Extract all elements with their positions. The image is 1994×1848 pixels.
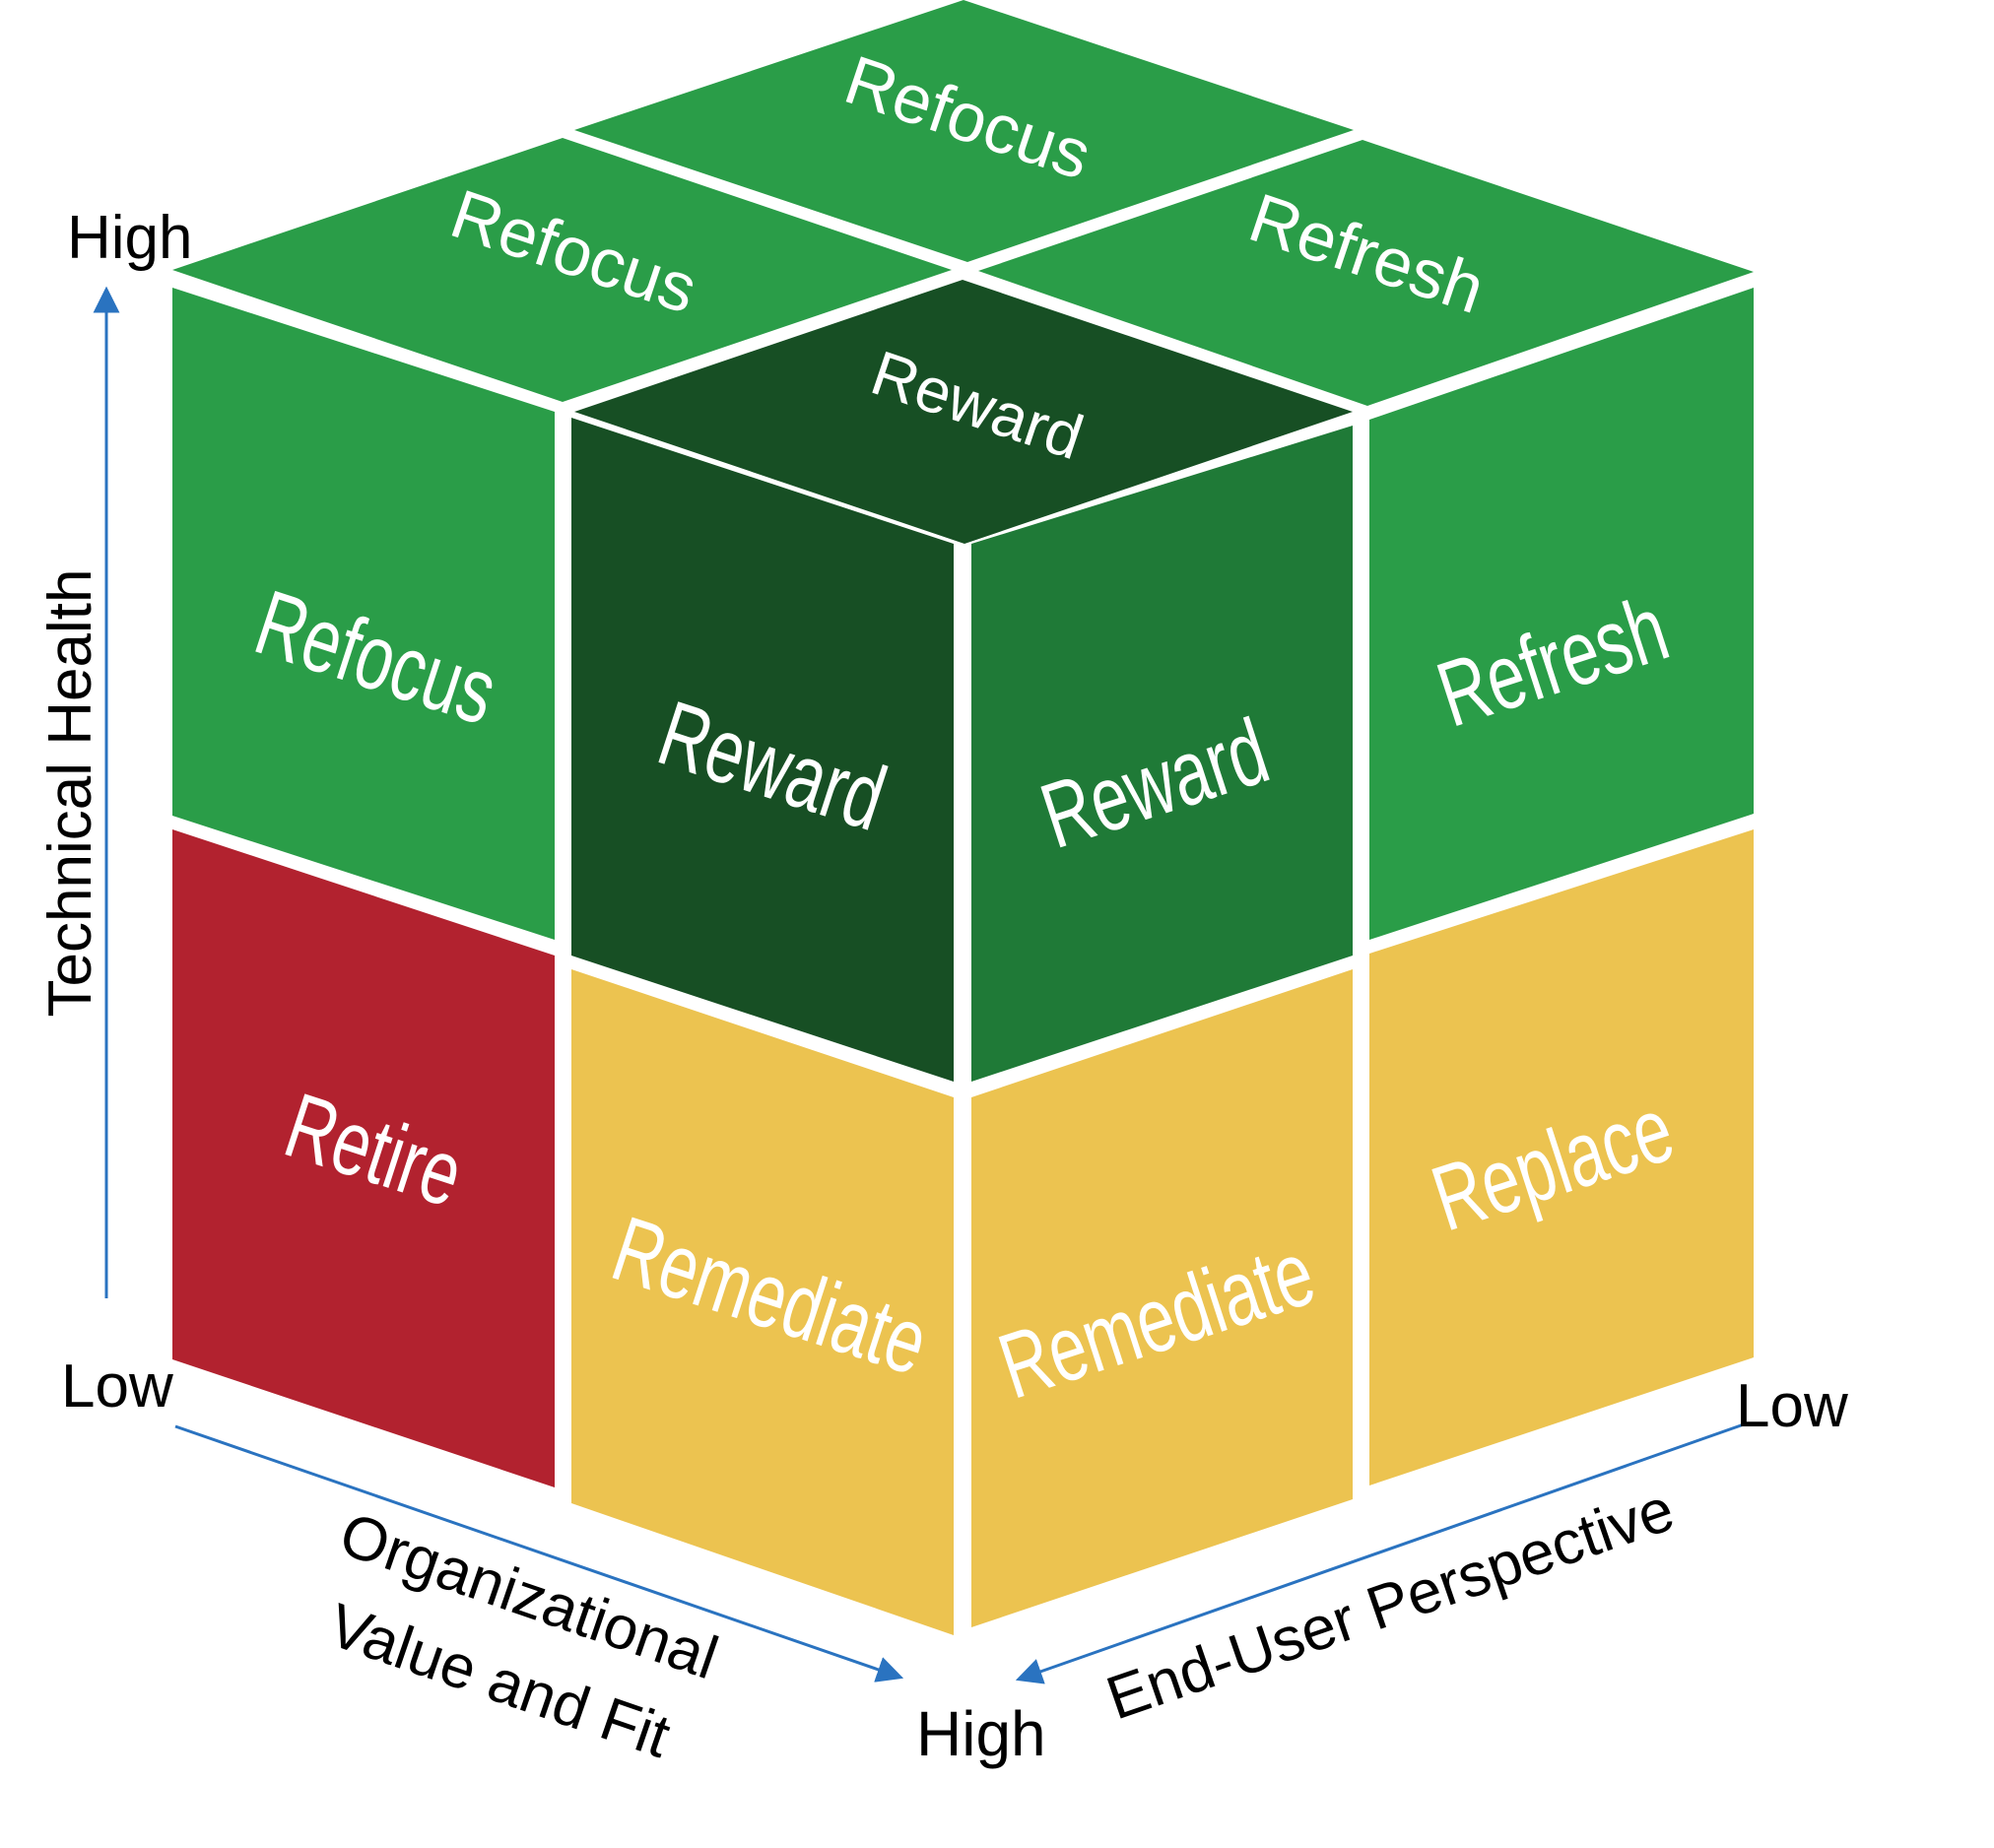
right-upper-inner-cell [971, 426, 1353, 1082]
top-back-cell [574, 0, 1354, 262]
left-upper-outer-cell [172, 288, 555, 940]
right-face: Reward Refresh Remediate Replace [971, 288, 1754, 1627]
right-lower-inner-cell [971, 969, 1353, 1627]
top-face: Refocus Refocus Refresh Reward [172, 0, 1754, 544]
left-face: Refocus Reward Retire Remediate [172, 288, 954, 1635]
vertical-axis-title: Technical Health [36, 569, 104, 1018]
right-lower-outer-cell [1369, 829, 1754, 1485]
vertical-axis-high-label: High [67, 204, 193, 272]
left-lower-outer-cell [172, 829, 555, 1487]
vertical-axis: High Low Technical Health [36, 204, 193, 1420]
top-right-cell [978, 140, 1754, 406]
right-upper-outer-cell [1369, 288, 1754, 940]
right-axis-arrow [1015, 1422, 1745, 1684]
vertical-axis-low-label: Low [61, 1353, 173, 1420]
left-lower-inner-cell [571, 969, 954, 1635]
left-axis-arrow [174, 1424, 904, 1683]
top-front-cell [574, 280, 1353, 544]
right-axis-low-label: Low [1736, 1372, 1848, 1440]
left-axis-high-label: High [916, 1698, 1046, 1769]
top-left-cell [172, 138, 952, 402]
left-upper-inner-cell [571, 418, 954, 1082]
